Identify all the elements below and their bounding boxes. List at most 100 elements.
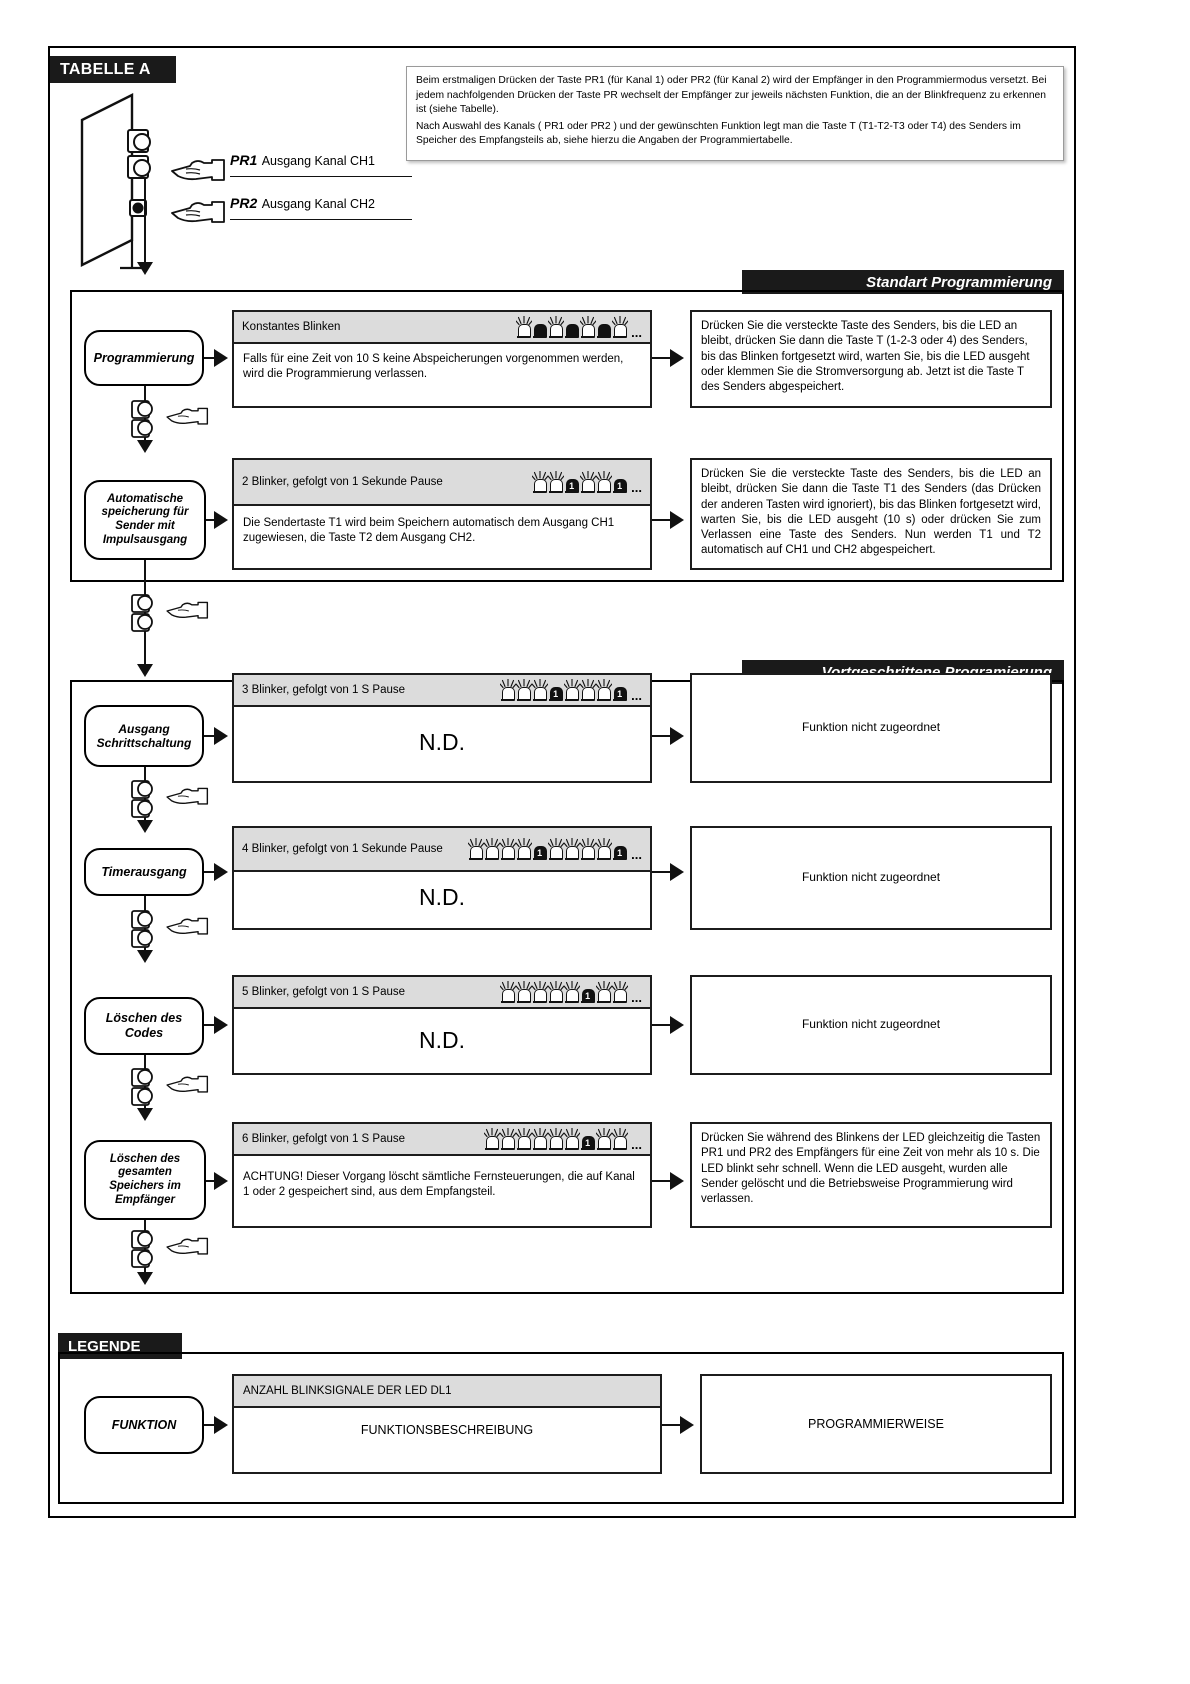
led-on-icon <box>547 838 564 860</box>
connector-line <box>662 1424 684 1427</box>
legend-instruction: PROGRAMMIERWEISE <box>808 1416 944 1431</box>
push-button-icon <box>131 910 153 948</box>
connector-line <box>204 1424 218 1427</box>
blink-header: Konstantes Blinken ... <box>234 312 650 344</box>
connector-line <box>652 1024 674 1027</box>
function-capsule-automatische-speicherung[interactable]: Automatische speicherung für Sender mit … <box>84 480 206 560</box>
connector-arrowhead-icon <box>214 863 228 881</box>
legend-title-bar: LEGENDE <box>58 1333 182 1359</box>
led-on-icon <box>499 981 516 1003</box>
led-pattern: ... <box>515 316 642 339</box>
led-pause-icon: 1 <box>549 679 564 701</box>
connector-line <box>652 735 674 738</box>
connector-arrowhead-icon <box>670 727 684 745</box>
led-on-icon <box>467 838 484 860</box>
connector-arrowhead-icon <box>214 349 228 367</box>
led-on-icon <box>595 1128 612 1150</box>
legend-title: LEGENDE <box>68 1337 141 1355</box>
blink-header: 6 Blinker, gefolgt von 1 S Pause 1... <box>234 1124 650 1156</box>
blink-label: Konstantes Blinken <box>242 321 341 333</box>
push-button-icon <box>131 1068 153 1106</box>
function-label: Timerausgang <box>101 864 187 879</box>
function-label: Programmierung <box>93 350 195 365</box>
led-on-icon <box>531 1128 548 1150</box>
led-ellipsis: ... <box>631 480 642 495</box>
instruction-panel-1-0: Funktion nicht zugeordnet <box>690 673 1052 783</box>
hand-pointer-icon <box>166 787 209 805</box>
pr2-label-group: PR2 Ausgang Kanal CH2 <box>230 195 420 213</box>
connector-arrowhead-icon <box>214 1172 228 1190</box>
flow-arrowhead-icon <box>137 262 153 275</box>
led-on-icon <box>515 679 532 701</box>
connector-line <box>204 735 218 738</box>
blink-panel-1-2: 5 Blinker, gefolgt von 1 S Pause 1... N.… <box>232 975 652 1075</box>
function-capsule-ausgang-schrittschaltung[interactable]: Ausgang Schrittschaltung <box>84 705 204 767</box>
function-capsule-loeschen-des-codes[interactable]: Löschen des Codes <box>84 997 204 1055</box>
instruction-panel-1-3: Drücken Sie während des Blinkens der LED… <box>690 1122 1052 1228</box>
legend-body <box>58 1352 1064 1504</box>
led-on-icon <box>595 981 612 1003</box>
blink-description: Die Sendertaste T1 wird beim Speichern a… <box>243 517 615 545</box>
legend-blink-label: ANZAHL BLINKSIGNALE DER LED DL1 <box>243 1385 452 1397</box>
led-ellipsis: ... <box>631 990 642 1005</box>
instruction-text: Funktion nicht zugeordnet <box>801 720 941 735</box>
led-ellipsis: ... <box>631 688 642 703</box>
led-ellipsis: ... <box>631 847 642 862</box>
flow-arrowhead-icon <box>137 440 153 453</box>
led-ellipsis: ... <box>631 1137 642 1152</box>
connector-arrowhead-icon <box>214 1416 228 1434</box>
pr2-code: PR2 <box>230 195 258 211</box>
blink-label: 4 Blinker, gefolgt von 1 Sekunde Pause <box>242 842 443 855</box>
connector-line <box>204 1024 218 1027</box>
blink-header: 5 Blinker, gefolgt von 1 S Pause 1... <box>234 977 650 1009</box>
led-pause-icon: 1 <box>581 981 596 1003</box>
hand-pointer-icon <box>166 1075 209 1093</box>
led-pattern: 1... <box>499 981 642 1005</box>
push-button-icon <box>131 1230 153 1268</box>
legend-function-capsule[interactable]: FUNKTION <box>84 1396 204 1454</box>
led-on-icon <box>579 471 596 493</box>
led-on-icon <box>579 316 596 338</box>
blink-panel-1-1: 4 Blinker, gefolgt von 1 Sekunde Pause 1… <box>232 826 652 930</box>
led-on-icon <box>483 1128 500 1150</box>
connector-line <box>652 519 674 522</box>
led-pause-icon: 1 <box>581 1128 596 1150</box>
flow-arrowhead-icon <box>137 1272 153 1285</box>
led-on-icon <box>563 1128 580 1150</box>
pr2-text: Ausgang Kanal CH2 <box>261 197 375 211</box>
instruction-panel-1-1: Funktion nicht zugeordnet <box>690 826 1052 930</box>
function-label: Automatische speicherung für Sender mit … <box>101 492 189 546</box>
led-on-icon <box>611 316 628 338</box>
function-capsule-programmierung[interactable]: Programmierung <box>84 330 204 386</box>
connector-arrowhead-icon <box>670 349 684 367</box>
function-label: Ausgang Schrittschaltung <box>96 721 192 750</box>
instruction-text: Funktion nicht zugeordnet <box>801 870 941 885</box>
blink-panel-0-1: 2 Blinker, gefolgt von 1 Sekunde Pause 1… <box>232 458 652 570</box>
led-on-icon <box>531 679 548 701</box>
function-capsule-loeschen-gesamter-speicher[interactable]: Löschen des gesamten Speichers im Empfän… <box>84 1140 206 1220</box>
led-on-icon <box>515 316 532 338</box>
function-label: Löschen des gesamten Speichers im Empfän… <box>109 1152 181 1206</box>
flow-line <box>144 178 147 266</box>
flow-arrowhead-icon <box>137 950 153 963</box>
led-on-icon <box>547 316 564 338</box>
led-on-icon <box>563 981 580 1003</box>
led-pause-icon: 1 <box>613 471 628 493</box>
led-on-icon <box>499 679 516 701</box>
instruction-panel-0-1: Drücken Sie die versteckte Taste des Sen… <box>690 458 1052 570</box>
flow-arrowhead-icon <box>137 820 153 833</box>
led-pause-icon: 1 <box>613 838 628 860</box>
led-off-icon <box>565 316 580 338</box>
function-capsule-timerausgang[interactable]: Timerausgang <box>84 848 204 896</box>
section-body-0 <box>70 290 1064 582</box>
blink-description: N.D. <box>419 729 465 755</box>
led-pause-icon: 1 <box>565 471 580 493</box>
instruction-panel-0-0: Drücken Sie die versteckte Taste des Sen… <box>690 310 1052 408</box>
connector-line <box>652 871 674 874</box>
blink-header: 2 Blinker, gefolgt von 1 Sekunde Pause 1… <box>234 460 650 506</box>
led-pattern: 1... <box>483 1128 642 1152</box>
